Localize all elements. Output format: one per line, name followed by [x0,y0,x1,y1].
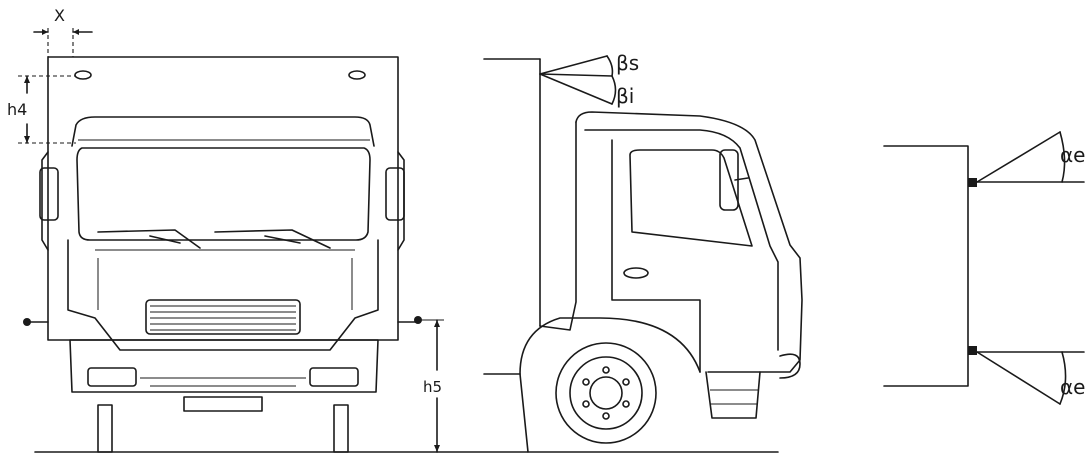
mirror-upper-marker [968,178,977,187]
door-handle [623,267,649,279]
wheel-hub [589,376,623,410]
vehicle-outline [883,145,969,387]
beta-i-label: βi [616,84,634,108]
mirror-arm-right [397,151,405,251]
h5-label: h5 [423,378,442,396]
alpha-e-bottom-label: αe [1060,375,1086,399]
beta-s-label: βs [616,51,639,75]
fender [519,317,701,375]
side-lamp [779,353,801,379]
side-view: βs βi [483,51,803,453]
front-view: X h4 h5 [7,6,779,453]
side-window [629,149,753,247]
main-mirror-right [385,167,405,221]
wiper-left [97,229,201,249]
main-mirror-left [39,167,59,221]
windshield [76,147,371,241]
door [584,129,779,351]
cab-roof [71,116,375,147]
close-mirror-left [23,318,31,326]
marker-lamp-right [348,70,366,80]
cab-front [67,239,379,351]
headlamp-right [309,367,359,387]
cab-side [575,111,803,373]
mirror-lower-marker [968,346,977,355]
mirror-arm-left [41,151,49,251]
alpha-e-top-label: αe [1060,143,1086,167]
step [705,371,761,419]
h4-label: h4 [7,100,27,119]
wiper-right [214,229,331,249]
plan-view: αe αe [883,131,1086,405]
license-plate [183,396,263,412]
grille [145,299,301,335]
beta-s-upper-ray [539,55,608,75]
front-bumper [69,339,379,393]
cargo-box [47,56,399,341]
front-wheel-right [333,404,349,453]
front-wheel-left [97,404,113,453]
marker-lamp-left [74,70,92,80]
alpha-e-upper-ray [976,131,1061,183]
side-wheel [555,342,657,444]
x-label: X [54,6,65,25]
headlamp-left [87,367,137,387]
beta-reference-ray [539,73,613,77]
alpha-e-lower-ray [976,351,1061,405]
beta-i-lower-ray [539,73,613,105]
